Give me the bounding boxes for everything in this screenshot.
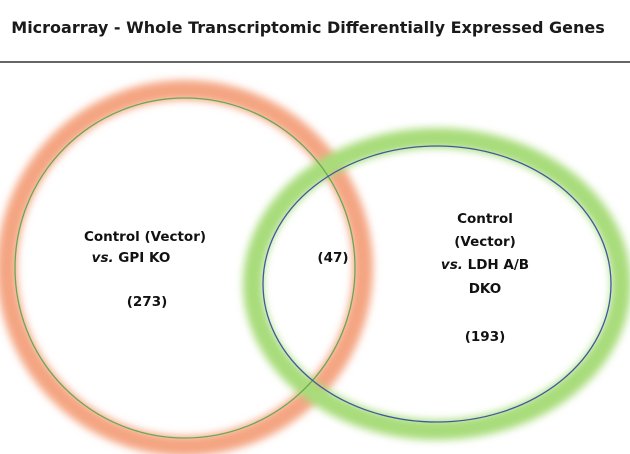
right-set-count: (193) xyxy=(465,329,506,345)
left-set-count: (273) xyxy=(127,294,168,310)
left-set-line1: Control (Vector) xyxy=(84,229,206,245)
right-set-circle xyxy=(262,145,612,423)
right-set-vs: vs. xyxy=(441,257,463,273)
left-set-glow xyxy=(0,80,373,454)
right-set-comparison: LDH A/B xyxy=(463,257,529,273)
right-set-label: Control (Vector) vs. LDH A/B DKO (193) xyxy=(441,211,529,345)
right-set-glow-ellipse xyxy=(243,128,630,440)
right-set-line1: Control xyxy=(457,211,513,227)
diagram-title: Microarray - Whole Transcriptomic Differ… xyxy=(11,18,604,37)
left-set-line2: vs. GPI KO xyxy=(92,250,171,266)
right-set-line3: vs. LDH A/B xyxy=(441,257,529,273)
right-set-line4: DKO xyxy=(469,281,502,297)
right-set-line2: (Vector) xyxy=(454,234,516,250)
left-set-label: Control (Vector) vs. GPI KO (273) xyxy=(84,229,206,310)
overlap-count: (47) xyxy=(317,250,348,266)
left-set-circle xyxy=(14,97,356,439)
left-set-vs: vs. xyxy=(92,250,114,266)
left-set-comparison: GPI KO xyxy=(114,250,171,266)
